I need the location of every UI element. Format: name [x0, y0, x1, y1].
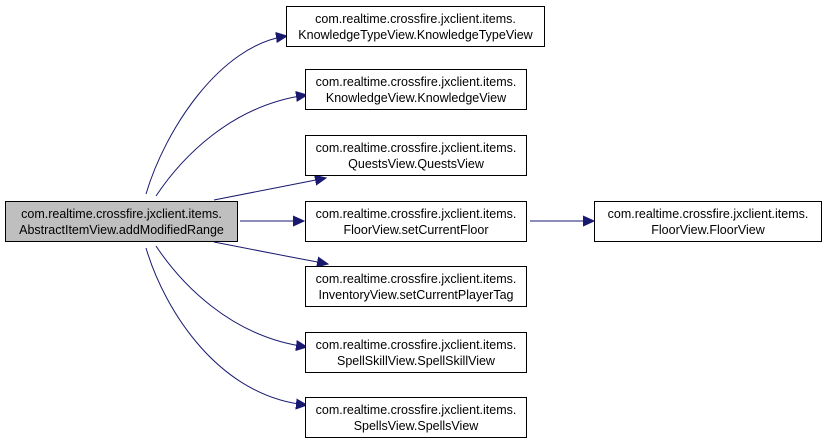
- node-method-label: KnowledgeTypeView.KnowledgeTypeView: [298, 27, 533, 42]
- node-package-label: com.realtime.crossfire.jxclient.items.: [315, 11, 516, 26]
- node-floor-view-set-current-floor[interactable]: com.realtime.crossfire.jxclient.items. F…: [305, 201, 527, 242]
- node-method-label: SpellSkillView.SpellSkillView: [337, 353, 495, 368]
- edge-inventory-set-current-player-tag-to-root: [213, 241, 328, 264]
- node-spell-skill-view[interactable]: com.realtime.crossfire.jxclient.items. S…: [305, 332, 527, 373]
- node-package-label: com.realtime.crossfire.jxclient.items.: [315, 206, 517, 221]
- node-package-label: com.realtime.crossfire.jxclient.items.: [315, 74, 517, 89]
- node-method-label: KnowledgeView.KnowledgeView: [325, 90, 507, 105]
- node-package-label: com.realtime.crossfire.jxclient.items.: [315, 271, 517, 286]
- node-method-label: QuestsView.QuestsView: [348, 156, 484, 171]
- edge-knowledge-type-view-to-root: [145, 36, 287, 195]
- node-package-label: com.realtime.crossfire.jxclient.items.: [21, 206, 222, 221]
- node-method-label: InventoryView.setCurrentPlayerTag: [318, 287, 514, 302]
- node-knowledge-view[interactable]: com.realtime.crossfire.jxclient.items. K…: [305, 69, 527, 110]
- node-package-label: com.realtime.crossfire.jxclient.items.: [315, 402, 517, 417]
- node-package-label: com.realtime.crossfire.jxclient.items.: [315, 337, 517, 352]
- node-method-label: FloorView.setCurrentFloor: [343, 222, 489, 237]
- edge-quests-view-to-root: [213, 178, 326, 201]
- node-spells-view[interactable]: com.realtime.crossfire.jxclient.items. S…: [305, 397, 527, 438]
- edge-knowledge-view-to-root: [155, 95, 307, 197]
- edge-spell-skill-view-to-root: [155, 245, 307, 347]
- node-method-label: AbstractItemView.addModifiedRange: [19, 222, 224, 237]
- node-knowledge-type-view[interactable]: com.realtime.crossfire.jxclient.items. K…: [286, 6, 545, 47]
- node-inventory-view-set-current-player-tag[interactable]: com.realtime.crossfire.jxclient.items. I…: [305, 266, 527, 307]
- node-quests-view[interactable]: com.realtime.crossfire.jxclient.items. Q…: [305, 135, 527, 176]
- node-method-label: FloorView.FloorView: [651, 222, 765, 237]
- node-method-label: SpellsView.SpellsView: [353, 418, 479, 433]
- node-package-label: com.realtime.crossfire.jxclient.items.: [607, 206, 809, 221]
- node-floor-view-floor-view[interactable]: com.realtime.crossfire.jxclient.items. F…: [594, 201, 822, 242]
- node-package-label: com.realtime.crossfire.jxclient.items.: [315, 140, 517, 155]
- edge-spells-view-to-root: [145, 247, 307, 405]
- node-abstract-item-view-add-modified-range[interactable]: com.realtime.crossfire.jxclient.items. A…: [5, 201, 238, 242]
